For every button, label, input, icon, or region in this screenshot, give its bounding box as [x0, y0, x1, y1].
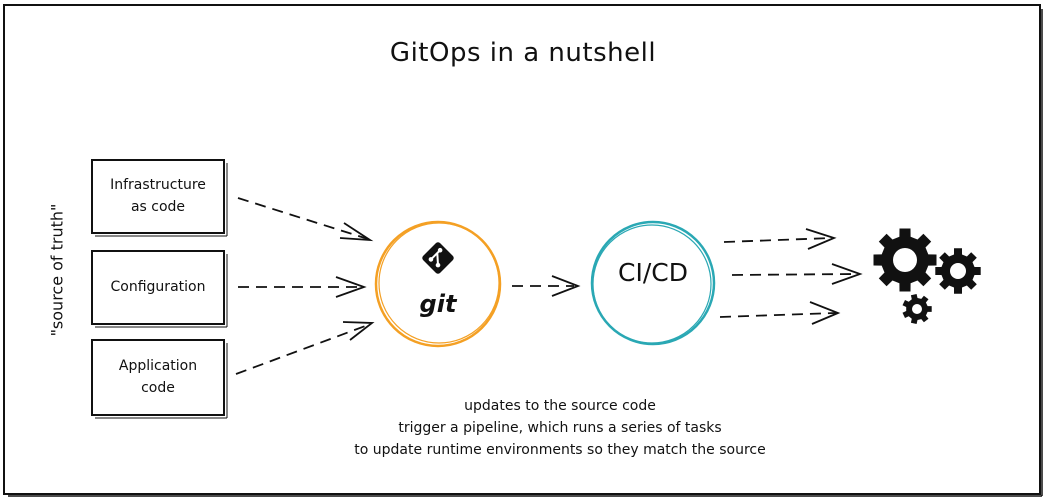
- git-logo-icon: [422, 242, 454, 274]
- source-label-infrastructure: Infrastructure as code: [92, 174, 224, 218]
- source-label-line: Configuration: [110, 279, 206, 295]
- source-label-configuration: Configuration: [92, 276, 224, 298]
- arrow-cicd-to-runtime-1: [723, 228, 837, 250]
- cicd-node: [590, 220, 716, 346]
- git-label: git: [419, 290, 457, 318]
- note-line: updates to the source code: [464, 398, 656, 414]
- cicd-label: CI/CD: [618, 258, 688, 287]
- arrow-app-to-git: [235, 321, 375, 375]
- git-node: [374, 220, 502, 348]
- source-box-application: [91, 339, 228, 419]
- source-label-application: Application code: [92, 355, 224, 399]
- source-label-line: as code: [130, 199, 186, 215]
- note-line: trigger a pipeline, which runs a series …: [398, 420, 722, 436]
- source-label-line: Application: [118, 358, 198, 374]
- arrow-infra-to-git: [237, 197, 374, 242]
- source-box-infrastructure: [91, 159, 228, 237]
- note-line: to update runtime environments so they m…: [354, 442, 766, 458]
- source-label-line: Infrastructure: [110, 177, 206, 193]
- arrow-cicd-to-runtime-3: [719, 301, 841, 325]
- outer-frame: [3, 4, 1041, 495]
- gears-icon: [873, 228, 981, 324]
- arrow-config-to-git: [238, 276, 367, 298]
- source-of-truth-text: "source of truth": [47, 203, 67, 337]
- arrow-git-to-cicd: [512, 275, 581, 297]
- large-gear-icon: [873, 228, 937, 292]
- arrow-cicd-to-runtime-2: [731, 263, 863, 285]
- diagram-title: GitOps in a nutshell: [389, 38, 657, 68]
- source-label-line: code: [141, 380, 175, 396]
- medium-gear-icon: [935, 248, 981, 294]
- small-gear-icon: [902, 294, 932, 324]
- source-box-configuration: [91, 250, 228, 328]
